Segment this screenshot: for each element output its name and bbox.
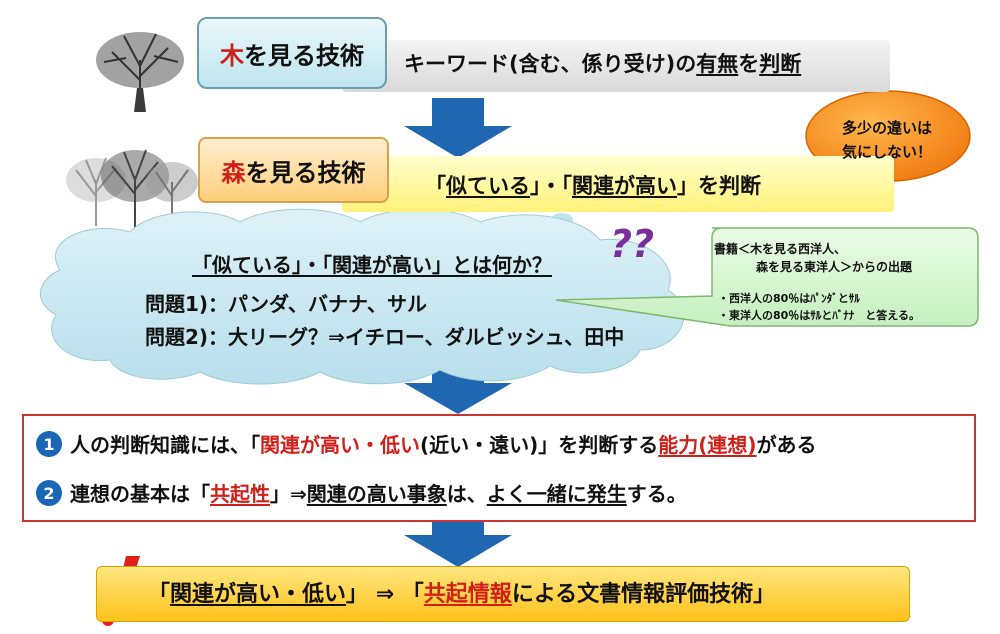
callout-line-1: ・西洋人の80％はﾊﾟﾝﾀﾞとｻﾙ bbox=[718, 292, 860, 305]
tree-icon bbox=[96, 32, 184, 112]
thought-cloud bbox=[39, 208, 685, 385]
conclusion-text: 「関連が高い・低い」 ⇒ 「共起情報による文書情報評価技術」 bbox=[148, 582, 776, 607]
forest-description-bar bbox=[342, 156, 894, 212]
forest-technique-label: 森を見る技術 bbox=[198, 137, 389, 203]
tree-description-bar bbox=[342, 40, 890, 92]
forest-description-text: 「似ている」・「関連が高い」を判断 bbox=[425, 174, 761, 198]
callout-title-line2: 森を見る東洋人＞からの出題 bbox=[756, 260, 913, 274]
question-1: 問題1)：パンダ、バナナ、サル bbox=[145, 292, 428, 316]
tree-technique-label: 木を見る技術 bbox=[197, 17, 387, 89]
down-arrow-icon bbox=[404, 98, 512, 567]
number-badge-1: 1 bbox=[36, 431, 62, 457]
conclusion-bar bbox=[96, 566, 910, 622]
key-point-2: 連想の基本は「共起性」⇒関連の高い事象は、よく一緒に発生する。 bbox=[70, 482, 687, 506]
key-point-1: 人の判断知識には、「関連が高い・低い(近い・遠い)」を判断する能力(連想)がある bbox=[70, 433, 817, 457]
callout-title-line1: 書籍＜木を見る西洋人、 bbox=[714, 242, 847, 256]
number-badge-2: 2 bbox=[36, 480, 62, 506]
cloud-title: 「似ている」・「関連が高い」とは何か？ bbox=[192, 253, 552, 277]
key-points-box bbox=[22, 414, 976, 522]
green-callout bbox=[555, 227, 979, 327]
bubble-text: 多少の違いは 気にしない！ bbox=[841, 119, 932, 161]
forest-icon bbox=[66, 149, 198, 228]
tree-description-text: キーワード(含む、係り受け)の有無を判断 bbox=[404, 52, 802, 76]
callout-line-2: ・東洋人の80％はｻﾙとﾊﾞﾅﾅ と答える。 bbox=[718, 309, 920, 322]
question-marks: ?? bbox=[610, 222, 655, 266]
question-2: 問題2)：大リーグ？⇒イチロー、ダルビッシュ、田中 bbox=[145, 325, 625, 349]
